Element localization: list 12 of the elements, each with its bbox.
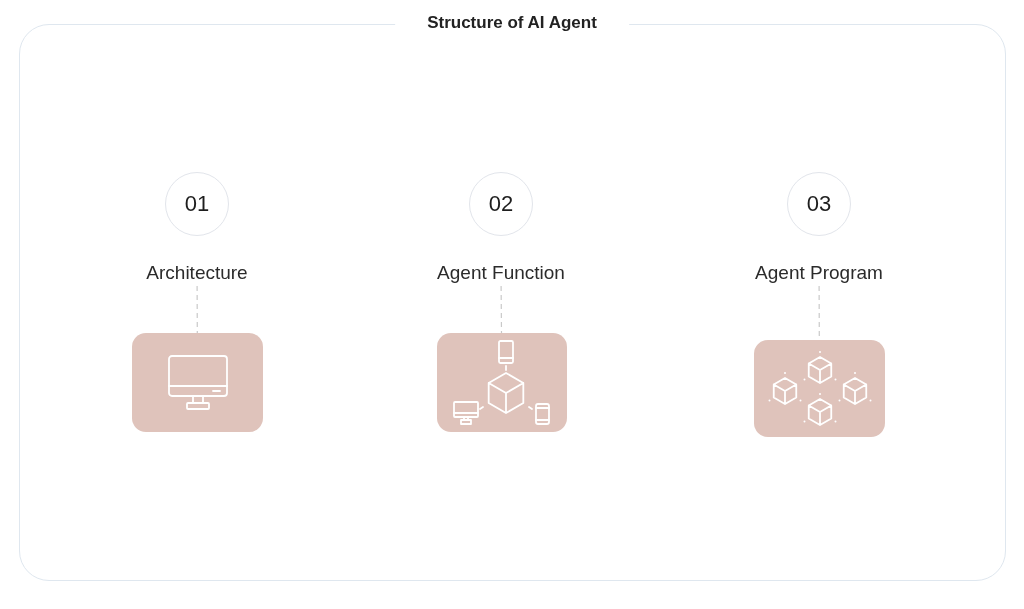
step-label: Agent Program [755, 262, 883, 284]
icon-tile [437, 333, 567, 432]
step-number: 01 [184, 192, 210, 216]
icon-tile [132, 333, 263, 432]
step-label: Architecture [146, 262, 248, 284]
step-label: Agent Function [437, 262, 565, 284]
step-number: 02 [488, 192, 514, 216]
dashed-connector [196, 285, 198, 334]
dashed-connector [500, 285, 503, 334]
icon-tile [754, 340, 885, 437]
step-number: 03 [806, 192, 832, 216]
diagram-title: Structure of AI Agent [427, 13, 597, 33]
